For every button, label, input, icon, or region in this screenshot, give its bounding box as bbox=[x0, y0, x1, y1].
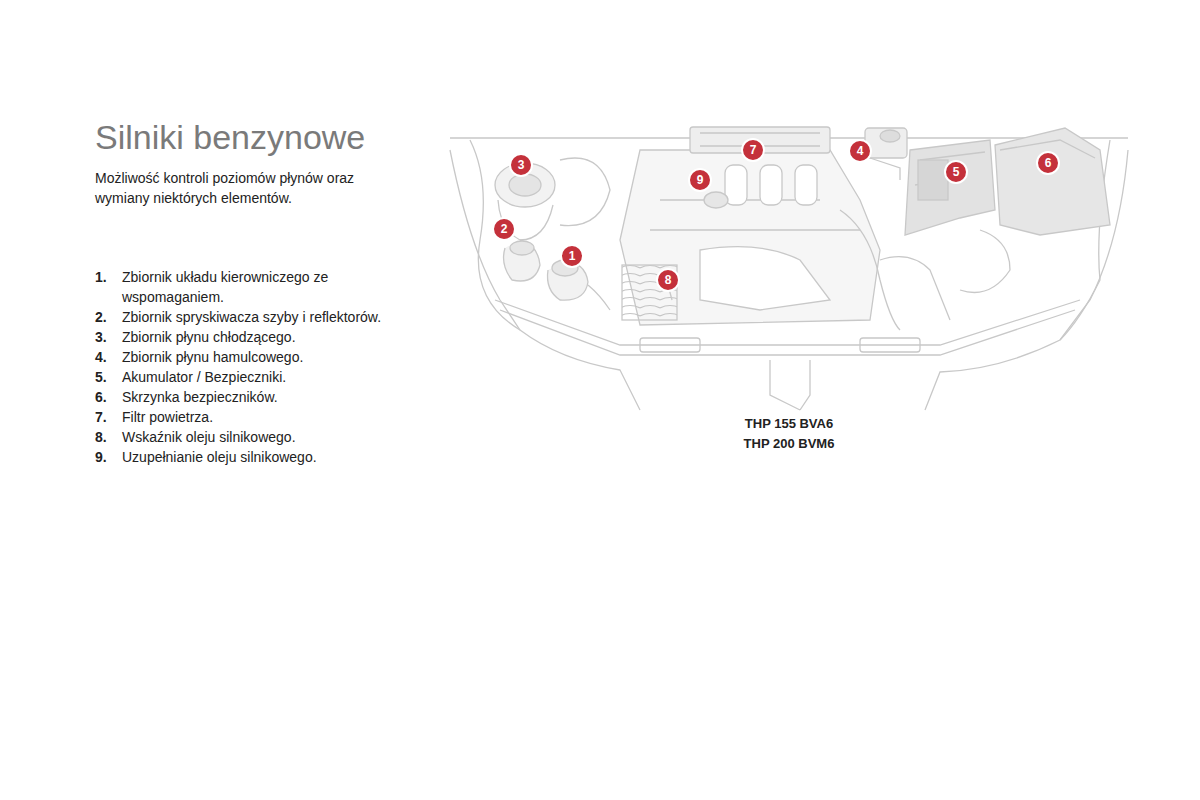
list-item: Uzupełnianie oleju silnikowego. bbox=[122, 447, 422, 467]
callout-number: 5 bbox=[946, 162, 966, 182]
callout-markers bbox=[493, 139, 1059, 291]
list-number: 1. bbox=[95, 267, 107, 287]
list-number: 3. bbox=[95, 327, 107, 347]
callout-number: 6 bbox=[1038, 153, 1058, 173]
callout-number: 7 bbox=[743, 140, 763, 160]
list-number: 4. bbox=[95, 347, 107, 367]
callout-number: 4 bbox=[850, 141, 870, 161]
list-item: Zbiornik płynu hamulcowego. bbox=[122, 347, 422, 367]
list-item: Skrzynka bezpieczników. bbox=[122, 387, 422, 407]
page-title: Silniki benzynowe bbox=[95, 118, 365, 157]
list-number: 9. bbox=[95, 447, 107, 467]
callout-number: 1 bbox=[562, 246, 582, 266]
list-number: 6. bbox=[95, 387, 107, 407]
callout-number: 3 bbox=[511, 155, 531, 175]
engine-code: THP 155 BVA6 bbox=[745, 414, 833, 434]
list-item: Akumulator / Bezpieczniki. bbox=[122, 367, 422, 387]
list-number: 7. bbox=[95, 407, 107, 427]
callout-number: 9 bbox=[690, 170, 710, 190]
list-number: 5. bbox=[95, 367, 107, 387]
intro-text: Możliwość kontroli poziomów płynów oraz … bbox=[95, 168, 395, 208]
list-item: Zbiornik spryskiwacza szyby i reflektoró… bbox=[122, 307, 422, 327]
list-item: Filtr powietrza. bbox=[122, 407, 422, 427]
engine-code: THP 200 BVM6 bbox=[744, 434, 835, 454]
list-item: Zbiornik układu kierowniczego ze wspomag… bbox=[122, 267, 422, 307]
list-number: 8. bbox=[95, 427, 107, 447]
list-item: Zbiornik płynu chłodzącego. bbox=[122, 327, 422, 347]
callout-number: 8 bbox=[658, 270, 678, 290]
callout-number: 2 bbox=[494, 219, 514, 239]
engine-bay-outline bbox=[450, 127, 1128, 410]
list-number: 2. bbox=[95, 307, 107, 327]
list-item: Wskaźnik oleju silnikowego. bbox=[122, 427, 422, 447]
